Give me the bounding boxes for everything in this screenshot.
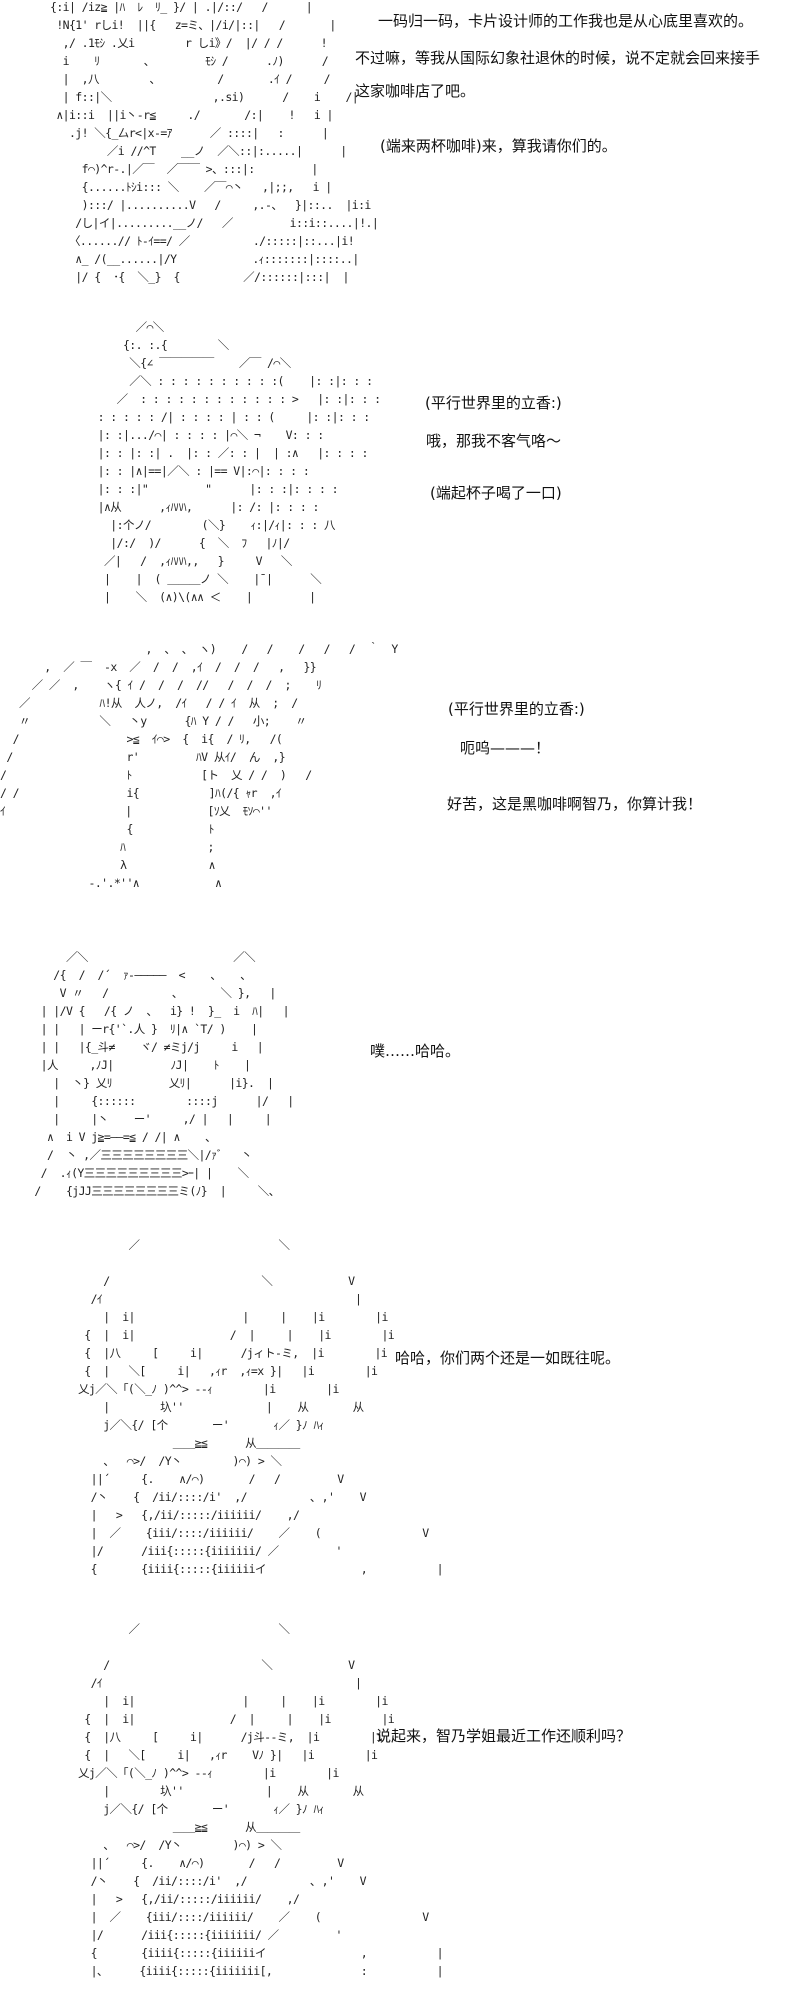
- ascii-art-panel-6: ／ ＼ / ＼ V /ｲ | | i| | | |i |i { | i|: [77, 1622, 444, 1978]
- action-line: (端起杯子喝了一口): [430, 484, 562, 502]
- ascii-art-panel-2: ／⌒＼ {:. :.{ ＼ ＼{∠ ￣￣￣￣￣ ／￣ /⌒＼ ／＼ : : : …: [97, 320, 381, 604]
- dialogue-line: 哈哈，你们两个还是一如既往呢。: [395, 1349, 621, 1367]
- ascii-art-panel-1: {:i| /iz≧ |ﾊ ﾚ ﾘ_ }/ | .|/::/ / | !N{1' …: [50, 0, 379, 284]
- dialogue-line: 哦，那我不客气咯～: [426, 432, 562, 450]
- ascii-art-panel-3: , 、 、 ヽ) / / / / / ｀ Y , ／ ￣ -x ／ / / ,ｲ…: [0, 642, 398, 890]
- speaker-label: (平行世界里的立香:): [448, 700, 585, 718]
- dialogue-line: 呃呜———！: [460, 739, 551, 757]
- speaker-label: (平行世界里的立香:): [425, 394, 562, 412]
- ascii-art-panel-5: ／ ＼ / ＼ V /ｲ | | i| | | |i |i { | i|: [77, 1238, 444, 1576]
- ascii-art-panel-4: ／＼ ／＼ /{ / /´ ｧ-――――― < 、 、 V 〃 / 、 ＼ },…: [34, 950, 294, 1198]
- dialogue-line: 这家咖啡店了吧。: [355, 82, 476, 100]
- dialogue-line: 噗……哈哈。: [370, 1042, 461, 1060]
- dialogue-line: 说起来，智乃学姐最近工作还顺利吗？: [376, 1727, 632, 1745]
- dialogue-line: 不过嘛，等我从国际幻象社退休的时候，说不定就会回来接手: [355, 49, 761, 67]
- dialogue-line: 好苦，这是黑咖啡啊智乃，你算计我！: [447, 795, 703, 813]
- dialogue-line: (端来两杯咖啡)来，算我请你们的。: [380, 137, 617, 155]
- dialogue-line: 一码归一码，卡片设计师的工作我也是从心底里喜欢的。: [378, 12, 754, 30]
